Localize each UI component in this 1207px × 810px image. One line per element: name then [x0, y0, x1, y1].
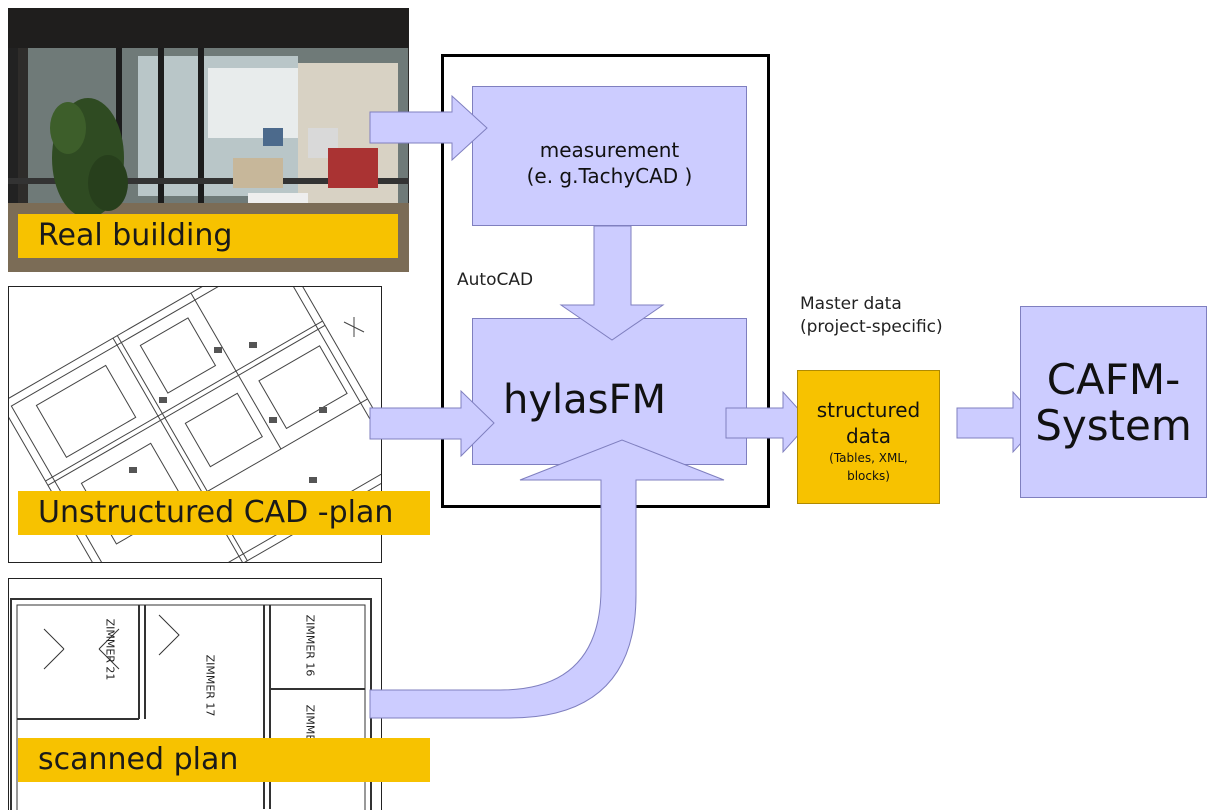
cafm-title: CAFM-: [1046, 355, 1181, 404]
cafm-system-box: CAFM- System: [1020, 306, 1207, 498]
master-data-subtitle: (project-specific): [800, 317, 943, 337]
structured-data-box: structured data (Tables, XML, blocks): [797, 370, 940, 504]
arrow-measurement-to-hylas: [559, 225, 665, 341]
hylasfm-box: hylasFM: [472, 318, 747, 465]
structured-data-title: structured: [816, 398, 921, 422]
measurement-box: measurement (e. g.TachyCAD ): [472, 86, 747, 226]
arrow-scan-to-hylas: [369, 439, 725, 719]
measurement-example: (e. g.TachyCAD ): [526, 164, 693, 188]
structured-data-detail-2: blocks): [847, 469, 890, 483]
cafm-subtitle: System: [1035, 401, 1192, 450]
real-building-label: Real building: [18, 214, 398, 258]
structured-data-detail: (Tables, XML,: [829, 451, 908, 465]
arrow-cad-to-hylas: [369, 389, 495, 458]
master-data-caption: Master data (project-specific): [800, 293, 943, 339]
scanned-plan-label-overlay: scanned plan: [18, 738, 430, 782]
real-building-photo: Real building: [8, 8, 409, 272]
structured-data-title-2: data: [845, 424, 892, 448]
unstructured-cad-label-overlay: Unstructured CAD -plan: [18, 491, 430, 535]
master-data-title: Master data: [800, 294, 902, 314]
measurement-title: measurement: [539, 138, 680, 162]
arrow-hylas-to-structured: [725, 390, 811, 454]
arrow-photo-to-measurement: [369, 94, 488, 162]
hylasfm-label: hylasFM: [503, 377, 667, 423]
autocad-label: AutoCAD: [457, 270, 534, 290]
